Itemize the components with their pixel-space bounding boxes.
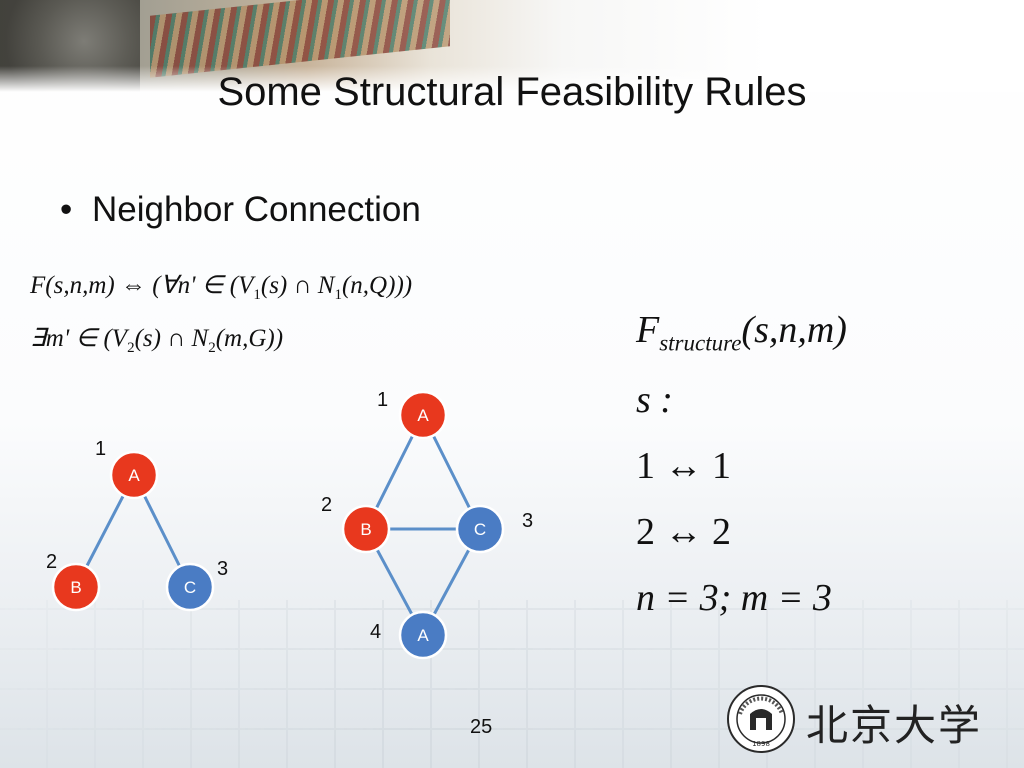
label-left-2: 2 (46, 551, 57, 573)
node-left-c: C (165, 562, 215, 612)
svg-text:B: B (360, 520, 371, 539)
bullet-text: Neighbor Connection (92, 190, 421, 229)
svg-text:A: A (417, 406, 429, 425)
mapping-pair-1: 1 ↔ 1 (636, 445, 731, 487)
svg-text:A: A (128, 466, 140, 485)
node-right-1: A (398, 390, 448, 440)
node-right-4: A (398, 610, 448, 660)
formula-line-1: F(s,n,m) ⇔ (∀n' ∈ (V1(s) ∩ N1(n,Q))) (30, 272, 413, 303)
label-right-4: 4 (370, 621, 381, 643)
university-seal-icon: 1898 (727, 685, 795, 753)
label-right-2: 2 (321, 494, 332, 516)
formula-line-2: ∃m' ∈ (V2(s) ∩ N2(m,G)) (30, 325, 284, 356)
page-number: 25 (470, 716, 493, 738)
svg-text:B: B (70, 578, 81, 597)
bullet-dot: • (60, 190, 73, 229)
svg-text:C: C (474, 520, 486, 539)
f-structure-label: Fstructure(s,n,m) (636, 309, 847, 356)
label-left-3: 3 (217, 558, 228, 580)
node-left-b: B (51, 562, 101, 612)
university-logo-text: 北京大学 (806, 701, 983, 750)
svg-text:C: C (184, 578, 196, 597)
mapping-pair-2: 2 ↔ 2 (636, 511, 731, 553)
node-right-2: B (341, 504, 391, 554)
node-right-3: C (455, 504, 505, 554)
svg-text:1898: 1898 (752, 740, 770, 748)
label-left-1: 1 (95, 438, 106, 460)
s-label: s : (636, 379, 673, 421)
label-right-1: 1 (377, 389, 388, 411)
svg-text:A: A (417, 626, 429, 645)
label-right-3: 3 (522, 510, 533, 532)
node-left-a: A (109, 450, 159, 500)
keyboard-background (0, 600, 1024, 768)
slide-title: Some Structural Feasibility Rules (217, 70, 807, 114)
right-graph: A B C A 1 2 3 4 (321, 389, 533, 660)
node-counts: n = 3; m = 3 (636, 577, 832, 619)
header-banner (0, 0, 1024, 92)
bullet-item: • Neighbor Connection (60, 190, 421, 230)
left-graph: A B C 1 2 3 (46, 438, 228, 612)
